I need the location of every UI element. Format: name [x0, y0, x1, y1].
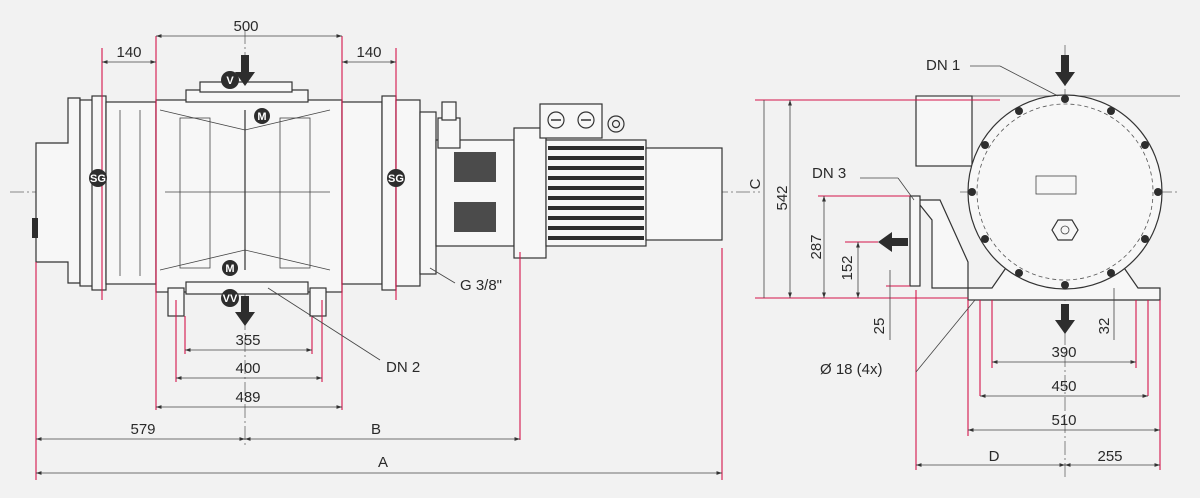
dim-489: 489 [235, 389, 260, 406]
label-hole: Ø 18 (4x) [820, 361, 883, 378]
dim-542: 542 [774, 185, 791, 210]
dim-c: C [747, 178, 764, 189]
oil-cup [437, 117, 461, 149]
marker-sg-right: SG [387, 169, 405, 187]
dim-500: 500 [233, 18, 258, 35]
housing-circle [967, 94, 1163, 290]
housing-bolts [968, 95, 1162, 289]
dim-287: 287 [808, 234, 825, 259]
outlet-flange-dn3 [909, 195, 921, 287]
dim-32: 32 [1096, 318, 1113, 335]
marker-sg-left: SG [89, 169, 107, 187]
lifting-eye-icon [607, 115, 625, 133]
marker-v: V [221, 71, 239, 89]
flow-arrow-icon [235, 296, 255, 326]
dim-400: 400 [235, 360, 260, 377]
label-dn3: DN 3 [812, 165, 846, 182]
dim-510: 510 [1051, 412, 1076, 429]
marker-m-top: M [254, 108, 270, 124]
svg-text:VV: VV [223, 293, 238, 305]
flow-arrow-icon [1055, 55, 1075, 86]
label-g38: G 3/8" [460, 277, 502, 294]
dim-a: A [378, 454, 388, 471]
svg-text:SG: SG [90, 173, 106, 185]
left-end-cover [35, 97, 81, 284]
terminal-box [539, 103, 603, 139]
motor-flange [513, 127, 547, 259]
label-dn1: DN 1 [926, 57, 960, 74]
end-view: DN 1 DN 3 Ø 18 (4x) C 542 287 152 25 32 … [747, 45, 1180, 478]
dim-355: 355 [235, 332, 260, 349]
side-view: V M M VV SG SG 500 140 140 355 400 489 5… [10, 18, 760, 480]
motor-fan-cover [645, 147, 723, 241]
outlet-flange [185, 281, 309, 295]
dim-450: 450 [1051, 378, 1076, 395]
dim-152: 152 [839, 255, 856, 280]
inlet-neck [915, 95, 973, 167]
svg-text:M: M [225, 263, 234, 275]
motor-cooling-fins [548, 146, 644, 240]
svg-text:SG: SG [388, 173, 404, 185]
dim-140-left: 140 [116, 44, 141, 61]
minus-terminal-icon [547, 111, 595, 129]
dim-390: 390 [1051, 344, 1076, 361]
marker-m-bottom: M [222, 260, 238, 276]
marker-vv: VV [221, 289, 239, 307]
foot-right [309, 287, 327, 317]
flow-arrow-icon [878, 232, 908, 252]
svg-text:M: M [257, 111, 266, 123]
oil-plug [32, 218, 38, 238]
dim-579: 579 [130, 421, 155, 438]
dim-d: D [989, 448, 1000, 465]
svg-text:V: V [226, 75, 234, 87]
dim-140-right: 140 [356, 44, 381, 61]
flow-arrow-icon [235, 55, 255, 86]
flow-arrow-icon [1055, 304, 1075, 334]
dim-25: 25 [871, 318, 888, 335]
label-dn2: DN 2 [386, 359, 420, 376]
motor-body [545, 139, 647, 247]
dim-255: 255 [1097, 448, 1122, 465]
dim-b: B [371, 421, 381, 438]
